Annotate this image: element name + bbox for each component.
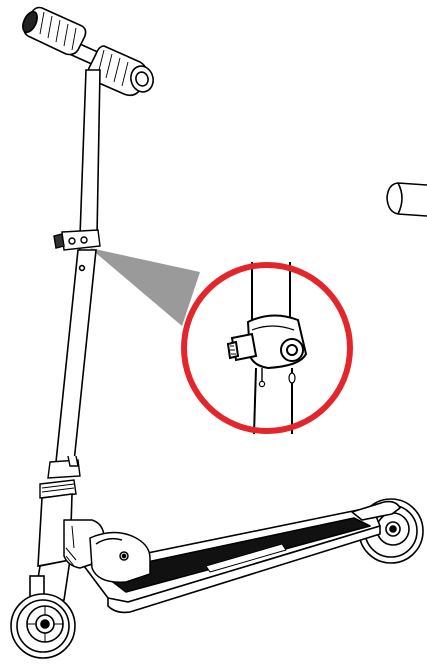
front-wheel	[10, 593, 76, 659]
callout-ring	[181, 262, 353, 434]
left-grip	[22, 6, 87, 56]
fold-collar	[39, 455, 81, 499]
deck	[83, 500, 401, 614]
folding-mechanism	[63, 519, 151, 583]
right-grip	[87, 45, 154, 97]
magnified-detail	[181, 262, 353, 435]
handlebar	[22, 6, 154, 97]
deck-logo-badge	[205, 543, 287, 573]
upper-tube	[79, 69, 101, 237]
lower-tube	[55, 249, 97, 463]
callout-beam	[90, 248, 200, 326]
spare-grip-fragment	[386, 182, 427, 217]
height-clamp	[53, 229, 101, 257]
